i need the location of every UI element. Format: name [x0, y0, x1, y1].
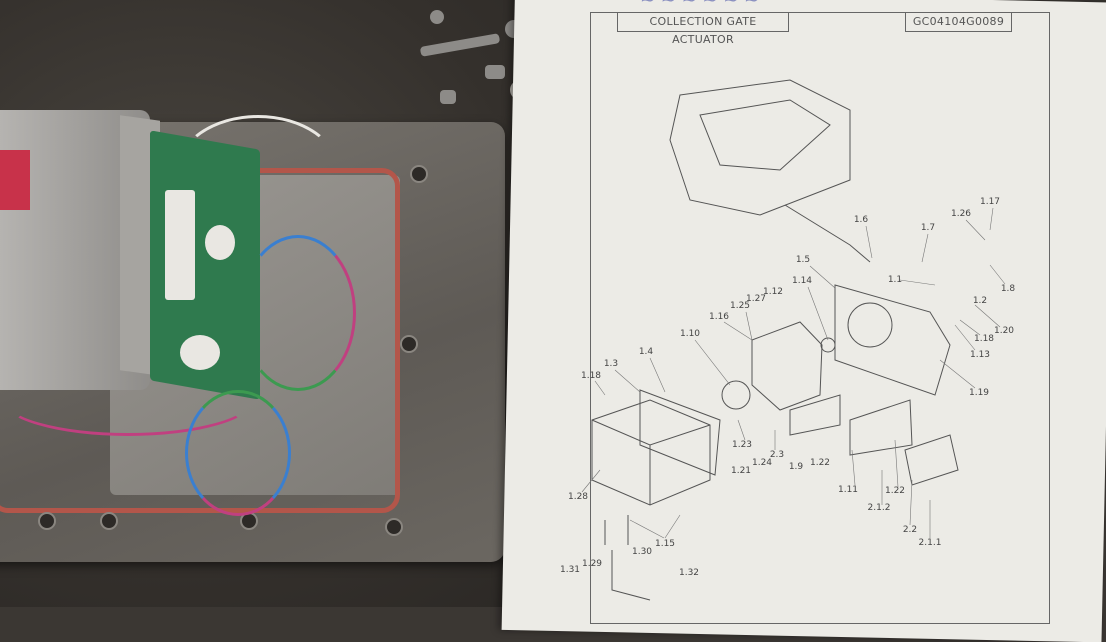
part-number-label: 1.16	[708, 312, 730, 322]
part-number-label: 1.3	[603, 359, 619, 369]
signal-wires	[0, 360, 256, 436]
part-number-label: 1.32	[678, 568, 700, 578]
motor-label-sticker	[0, 150, 30, 210]
capacitor	[205, 225, 235, 260]
part-number-label: 1.28	[567, 492, 589, 502]
terminal-board	[849, 399, 913, 456]
leader-lines	[581, 207, 1006, 539]
part-number-label: 1.22	[884, 486, 906, 496]
part-number-label: 1.1	[887, 275, 903, 285]
white-wire	[175, 115, 341, 231]
part-number-label: 1.30	[631, 547, 653, 557]
part-number-label: 1.22	[809, 458, 831, 468]
part-number-label: 1.12	[762, 287, 784, 297]
part-number-label: 2.2	[902, 525, 918, 535]
part-number-label: 1.6	[853, 215, 869, 225]
part-number-label: 1.7	[920, 223, 936, 233]
part-number-label: 1.13	[969, 350, 991, 360]
exploded-view-linework	[581, 79, 1006, 601]
mounting-hole	[385, 518, 403, 536]
part-number-label: 1.15	[654, 539, 676, 549]
part-number-label: 1.24	[751, 458, 773, 468]
mounting-hole	[400, 335, 418, 353]
part-number-label: 1.14	[791, 276, 813, 286]
linkage-rod	[784, 204, 871, 263]
part-number-label: 1.26	[950, 209, 972, 219]
drawing-title: COLLECTION GATE ACTUATOR	[617, 12, 789, 46]
part-number-label: 2.3	[769, 450, 785, 460]
part-number-label: 1.10	[679, 329, 701, 339]
part-number-label: 1.21	[730, 466, 752, 476]
part-number-label: 1.11	[837, 485, 859, 495]
part-number-label: 1.23	[731, 440, 753, 450]
part-number-label: 1.9	[788, 462, 804, 472]
coupling	[820, 337, 836, 353]
mounting-plate	[834, 284, 951, 396]
part-number-label: 1.29	[581, 559, 603, 569]
part-number-label: 2.1.1	[918, 538, 942, 548]
gasket-frame	[639, 389, 721, 476]
part-number-label: 1.20	[993, 326, 1015, 336]
plate-bore	[847, 302, 893, 348]
mounting-hole	[410, 165, 428, 183]
mounting-hole	[100, 512, 118, 530]
part-number-label: 1.18	[973, 334, 995, 344]
connector-box	[904, 434, 959, 486]
motor	[751, 321, 823, 411]
part-number-label: 1.19	[968, 388, 990, 398]
part-number-label: 1.25	[729, 301, 751, 311]
pcb-bracket	[789, 394, 841, 436]
part-number-label: 1.31	[559, 565, 581, 575]
part-number-label: 1.17	[979, 197, 1001, 207]
signal-wires	[240, 235, 356, 391]
signal-wires	[185, 390, 291, 516]
pcb-connector	[165, 190, 195, 300]
part-number-label: 1.5	[795, 255, 811, 265]
gate-housing	[669, 79, 851, 216]
part-number-label: 1.27	[745, 294, 767, 304]
part-number-label: 1.18	[580, 371, 602, 381]
handwriting: ~ ~ ~ ~ ~ ~	[640, 0, 760, 11]
part-number-label: 2.1.2	[867, 503, 891, 513]
mounting-hole	[38, 512, 56, 530]
drawing-code: GC04104G0089	[905, 12, 1012, 32]
enclosure-box	[591, 399, 711, 506]
cable-gland	[604, 515, 651, 601]
gear-disc	[721, 380, 751, 410]
part-number-label: 1.2	[972, 296, 988, 306]
part-number-label: 1.4	[638, 347, 654, 357]
part-number-label: 1.8	[1000, 284, 1016, 294]
